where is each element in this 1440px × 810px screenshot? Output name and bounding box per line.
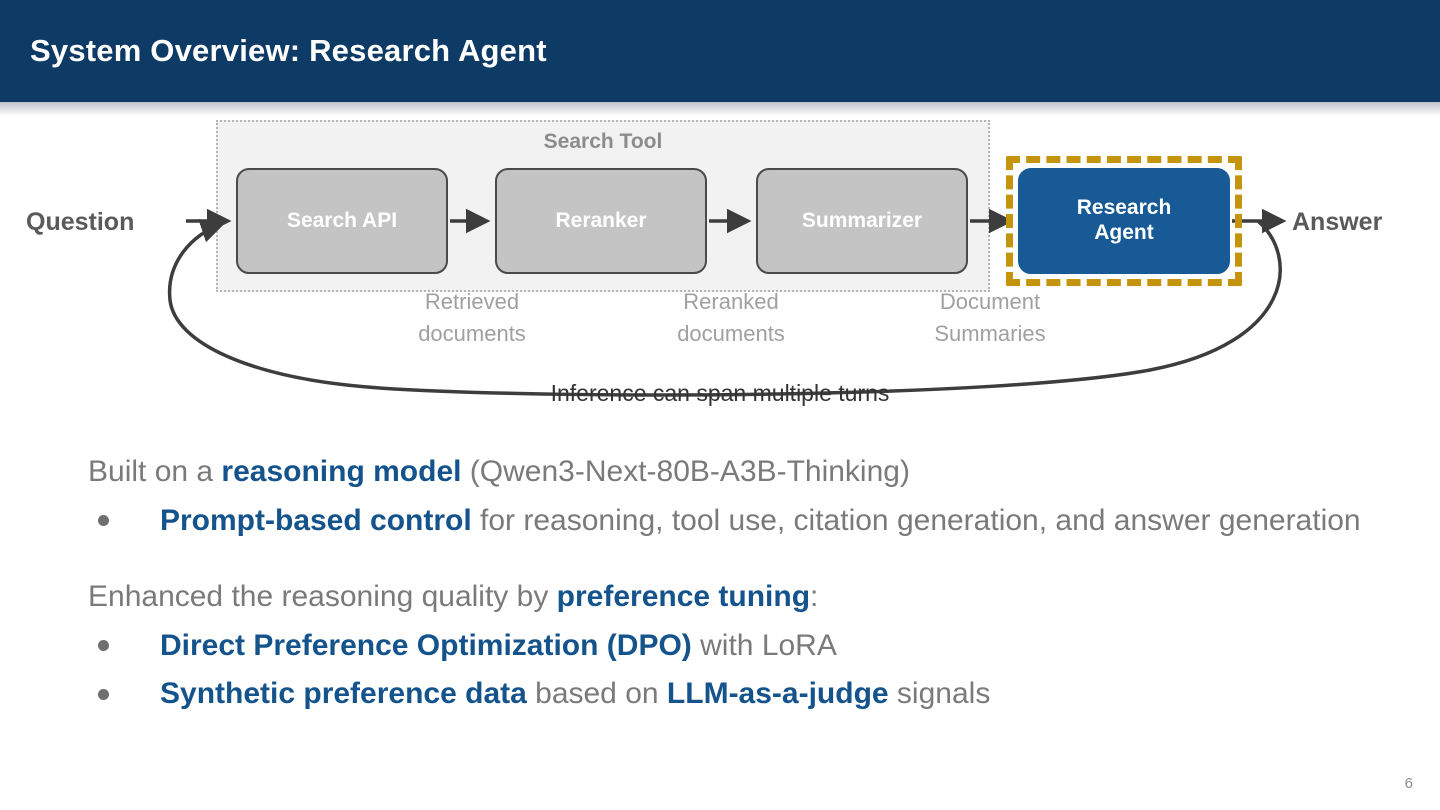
- node-summarizer-label: Summarizer: [801, 208, 923, 232]
- node-reranker[interactable]: Reranker: [495, 168, 707, 274]
- lead-2-prefix: Enhanced the reasoning quality by: [88, 580, 557, 614]
- edge-label-reranked-documents: Reranked documents: [621, 286, 841, 350]
- node-reranker-label: Reranker: [555, 208, 647, 232]
- slide-body: Built on a reasoning model (Qwen3-Next-8…: [0, 448, 1440, 719]
- bullet-1-1-rest: for reasoning, tool use, citation genera…: [471, 503, 1361, 537]
- edge-label-retrieved-documents: Retrieved documents: [362, 286, 582, 350]
- bullet-list-2: Direct Preference Optimization (DPO) wit…: [0, 622, 1440, 719]
- edge-label-3-line1: Document: [939, 289, 1041, 314]
- lead-paragraph-1: Built on a reasoning model (Qwen3-Next-8…: [88, 448, 1380, 497]
- edge-label-1-line1: Retrieved: [424, 289, 520, 314]
- bullet-dot-icon: [98, 688, 109, 700]
- edge-label-document-summaries: Document Summaries: [880, 286, 1100, 350]
- lead-1-bold: reasoning model: [221, 455, 462, 488]
- page-number: 6: [1404, 775, 1413, 792]
- input-label-question: Question: [26, 208, 135, 236]
- list-item: Direct Preference Optimization (DPO) wit…: [98, 622, 1370, 671]
- loop-caption: Inference can span multiple turns: [550, 380, 890, 406]
- node-research-agent-label-line2: Agent: [1094, 221, 1154, 244]
- node-search-api[interactable]: Search API: [236, 168, 448, 274]
- bullet-2-1-rest: with LoRA: [691, 628, 837, 662]
- bullet-2-2-bold-2: LLM-as-a-judge: [666, 677, 889, 711]
- lead-1-suffix: (Qwen3-Next-80B-A3B-Thinking): [461, 455, 910, 488]
- edge-label-2-line2: documents: [677, 320, 785, 346]
- research-agent-highlight: [1006, 156, 1242, 286]
- architecture-diagram: Search Tool Search API: [0, 108, 1440, 428]
- bullet-list-1: Prompt-based control for reasoning, tool…: [0, 497, 1440, 546]
- bullet-dot-icon: [98, 515, 109, 527]
- bullet-2-1-bold: Direct Preference Optimization (DPO): [160, 628, 692, 662]
- node-research-agent[interactable]: Research Agent: [1018, 168, 1230, 274]
- list-item: Prompt-based control for reasoning, tool…: [98, 497, 1370, 546]
- bullet-2-2-rest: signals: [888, 677, 991, 711]
- node-summarizer[interactable]: Summarizer: [756, 168, 968, 274]
- bullet-1-1-bold: Prompt-based control: [160, 503, 472, 537]
- block-spacer: [0, 545, 1440, 573]
- node-research-agent-label-line1: Research: [1076, 196, 1172, 220]
- node-search-api-label: Search API: [286, 208, 398, 232]
- edge-label-1-line2: documents: [418, 320, 526, 346]
- edge-label-3-line2: Summaries: [934, 320, 1046, 346]
- list-item: Synthetic preference data based on LLM-a…: [98, 670, 1370, 719]
- bullet-2-2-mid: based on: [526, 677, 667, 711]
- slide-header: System Overview: Research Agent: [0, 0, 1440, 102]
- bullet-2-2-bold-1: Synthetic preference data: [160, 677, 527, 711]
- lead-2-bold: preference tuning: [556, 580, 811, 614]
- edge-label-2-line1: Reranked: [683, 289, 779, 314]
- lead-2-suffix: :: [810, 580, 819, 614]
- lead-paragraph-2: Enhanced the reasoning quality by prefer…: [88, 573, 1380, 622]
- page-title: System Overview: Research Agent: [30, 33, 547, 68]
- node-research-agent-label: Research Agent: [1077, 196, 1172, 246]
- search-tool-group-label: Search Tool: [543, 130, 663, 153]
- lead-1-prefix: Built on a: [88, 455, 222, 488]
- bullet-dot-icon: [98, 640, 109, 652]
- output-label-answer: Answer: [1292, 208, 1383, 236]
